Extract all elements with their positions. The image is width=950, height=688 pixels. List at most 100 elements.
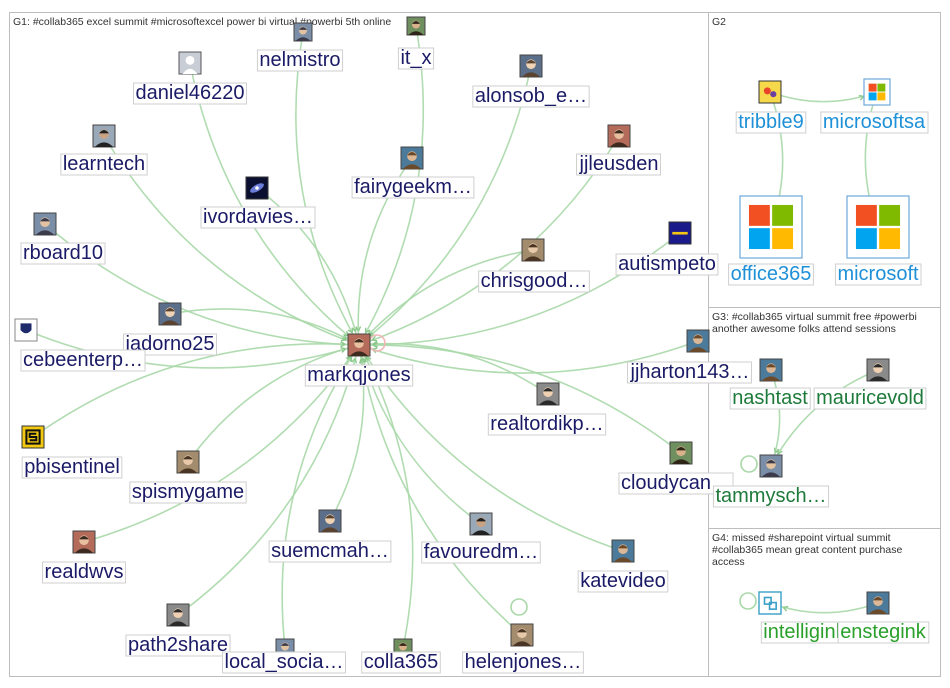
node-label-background [133, 82, 247, 105]
node-nelmistro[interactable]: nelmistro [256, 22, 344, 72]
node-label-background [351, 176, 475, 199]
node-pbisentinel[interactable]: pbisentinel [21, 425, 123, 479]
logo-avatar-icon [668, 221, 692, 245]
avatar-photo-icon [519, 54, 543, 78]
edge-chrisgood-markqjones [358, 249, 534, 346]
node-ivordavies[interactable]: ivordavies… [200, 176, 316, 229]
node-fairygeekm[interactable]: fairygeekm… [351, 146, 475, 199]
node-office365[interactable]: office365 [728, 195, 814, 286]
node-katevideo[interactable]: katevideo [577, 539, 669, 593]
node-label: helenjones… [465, 651, 582, 673]
node-label-background [125, 634, 231, 657]
node-label-background [256, 49, 344, 72]
node-label: cebeenterp… [23, 349, 143, 371]
group-caption-g3: G3: #collab365 virtual summit free #powe… [712, 311, 920, 335]
node-label-background [361, 651, 441, 674]
edge-cebeenterp-markqjones [25, 329, 360, 369]
node-label-background [576, 153, 661, 176]
node-label: office365 [731, 263, 812, 285]
node-intelliginkb[interactable]: intelliginkb [758, 591, 860, 644]
node-jjharton143[interactable]: jjharton143… [627, 329, 752, 384]
self-loop-helenjones [510, 598, 528, 616]
edge-arrowhead [371, 335, 378, 342]
node-mauricevold[interactable]: mauricevold [813, 358, 927, 410]
node-realdwvs[interactable]: realdwvs [42, 530, 126, 584]
node-label-background [200, 206, 316, 229]
node-tribble9[interactable]: tribble9 [735, 80, 807, 134]
self-loop-layer [368, 334, 758, 616]
node-spismygame[interactable]: spismygame [129, 450, 247, 504]
node-nashtast[interactable]: nashtast [729, 358, 811, 410]
node-autismpeto[interactable]: autismpeto [615, 221, 719, 276]
node-label-background [60, 153, 148, 176]
avatar-photo-icon [866, 358, 890, 382]
crest-logo-icon [14, 318, 38, 342]
avatar-photo-icon [686, 329, 710, 353]
avatar-photo-icon [176, 450, 200, 474]
node-label: it_x [400, 47, 431, 69]
node-helenjones[interactable]: helenjones… [462, 623, 584, 674]
node-label-background [397, 47, 435, 70]
edge-arrowhead [777, 448, 783, 455]
avatar-photo-icon [759, 358, 783, 382]
edge-arrowhead [858, 94, 865, 101]
node-daniel46220[interactable]: daniel46220 [133, 51, 247, 105]
node-label: cloudycan… [621, 472, 731, 494]
node-label: spismygame [132, 481, 244, 503]
node-label: local_socia… [225, 651, 344, 673]
node-path2share[interactable]: path2share [125, 603, 231, 657]
node-tammysch[interactable]: tammysch… [712, 454, 830, 508]
node-cebeenterp[interactable]: cebeenterp… [14, 318, 146, 372]
node-microsoftsa[interactable]: microsoftsa [820, 78, 929, 134]
node-local_socia[interactable]: local_socia… [222, 638, 346, 674]
node-label: alonsob_e… [475, 85, 587, 107]
edge-nelmistro-markqjones [295, 31, 360, 346]
node-label-background [222, 651, 346, 674]
node-realtordikp[interactable]: realtordikp… [487, 382, 607, 436]
group-captions: G1: #collab365 excel summit #microsoftex… [13, 16, 920, 568]
avatar-photo-icon [33, 212, 57, 236]
node-it_x[interactable]: it_x [397, 16, 435, 70]
avatar-photo-icon [611, 539, 635, 563]
node-label-background [577, 570, 669, 593]
sentinel-logo-icon [21, 425, 45, 449]
node-jjleusden[interactable]: jjleusden [576, 124, 661, 176]
edge-arrowhead [351, 358, 358, 364]
node-cloudycan[interactable]: cloudycan… [618, 441, 734, 495]
node-label-background [627, 361, 752, 384]
node-label-background [813, 387, 927, 410]
node-enstegink[interactable]: enstegink [837, 591, 930, 644]
edge-ivordavies-markqjones [256, 187, 360, 346]
node-learntech[interactable]: learntech [60, 124, 148, 176]
node-label-background [123, 333, 217, 356]
node-label: iadorno25 [126, 333, 215, 355]
node-chrisgood[interactable]: chrisgood… [478, 238, 590, 293]
avatar-photo-icon [521, 238, 545, 262]
node-favouredm[interactable]: favouredm… [421, 512, 541, 564]
node-microsoft[interactable]: microsoft [834, 195, 922, 286]
avatar-photo-icon [669, 441, 693, 465]
node-colla365[interactable]: colla365 [361, 638, 441, 674]
node-iadorno25[interactable]: iadorno25 [123, 302, 217, 356]
avatar-photo-icon [759, 454, 783, 478]
edge-alonsob-markqjones [358, 65, 532, 346]
node-suemcmah[interactable]: suemcmah… [268, 509, 392, 563]
node-label: ivordavies… [203, 206, 313, 228]
node-markqjones[interactable]: markqjones [304, 333, 414, 387]
microsoft-logo-icon [739, 195, 803, 259]
node-rboard10[interactable]: rboard10 [20, 212, 106, 265]
node-label: microsoft [837, 263, 919, 285]
avatar-photo-icon [469, 512, 493, 536]
avatar-photo-icon [293, 22, 313, 42]
node-layer: nelmistro it_x daniel46220 alonsob_e…learnt… [14, 16, 930, 674]
node-label-background [728, 263, 814, 286]
group-caption-g4: G4: missed #sharepoint virtual summit #c… [712, 532, 905, 568]
node-label-background [837, 621, 930, 644]
node-label-background [712, 485, 830, 508]
group-caption-g1: G1: #collab365 excel summit #microsoftex… [13, 16, 391, 28]
edge-iadorno25-markqjones [169, 308, 360, 346]
node-alonsob[interactable]: alonsob_e… [472, 54, 590, 108]
microsoft-logo-icon [863, 78, 891, 106]
edge-jjharton143-markqjones [358, 340, 699, 374]
group-caption-line: another awesome folks attend sessions [712, 323, 896, 335]
